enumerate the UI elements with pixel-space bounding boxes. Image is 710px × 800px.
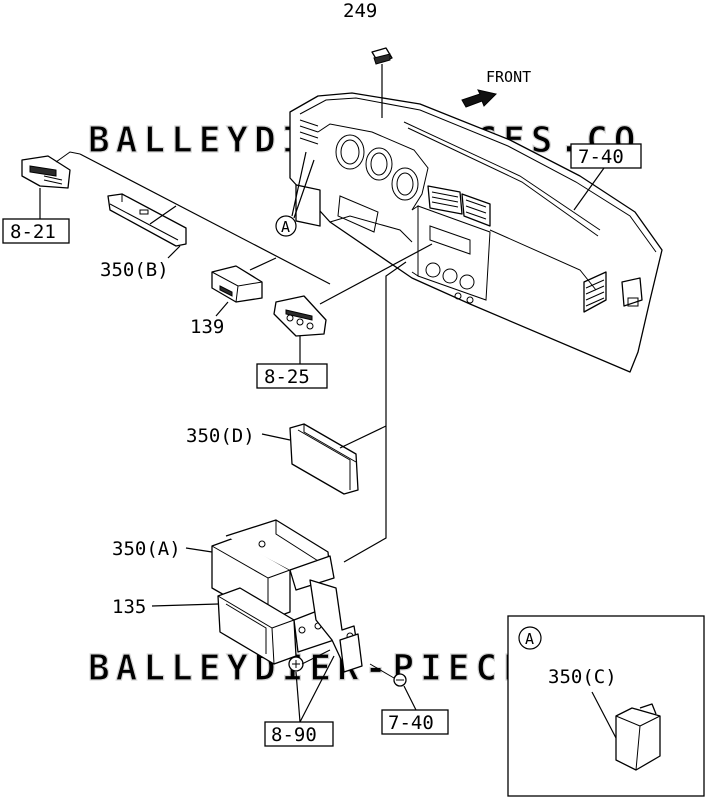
callout-7-40-bottom: 7-40 <box>388 712 434 734</box>
leader-7-40-bottom <box>403 685 417 711</box>
callout-139: 139 <box>190 316 224 338</box>
callout-350a: 350(A) <box>112 538 181 560</box>
leader-8-90 <box>295 655 335 723</box>
leader-139-top <box>249 257 277 271</box>
part-8-25-switch <box>273 295 327 337</box>
callout-box-7-40-top <box>570 143 642 169</box>
detail-a-marker-circle <box>518 626 542 650</box>
leader-135 <box>151 603 219 607</box>
part-249-clip <box>371 47 393 118</box>
callout-box-8-90 <box>264 721 334 747</box>
leader-7-40-top <box>573 167 605 211</box>
part-350a-bezel <box>211 519 335 621</box>
leader-139 <box>215 301 229 317</box>
leader-350d <box>261 433 291 441</box>
leader-350b <box>167 245 181 259</box>
callout-8-21: 8-21 <box>10 221 56 243</box>
leader-350a <box>185 547 213 553</box>
callout-350b: 350(B) <box>100 259 169 281</box>
leader-350d-dash <box>339 425 387 449</box>
detail-a-marker: A <box>525 630 534 648</box>
part-139-block <box>211 265 263 303</box>
callout-box-8-21 <box>2 218 70 244</box>
part-350b-panel <box>107 193 187 247</box>
part-350d-panel <box>289 423 359 495</box>
callout-350c: 350(C) <box>548 666 617 688</box>
part-350c-blank <box>615 703 661 771</box>
callout-7-40-top: 7-40 <box>578 146 624 168</box>
callout-8-25: 8-25 <box>264 366 310 388</box>
leader-8-21-line <box>79 153 331 285</box>
screw-8-90 <box>288 649 331 672</box>
leader-8-25-dash <box>319 243 433 305</box>
callout-box-8-25 <box>256 363 328 389</box>
front-arrow-icon <box>461 89 497 108</box>
leader-350b-top <box>149 205 177 225</box>
leader-dash-350a <box>343 261 407 563</box>
screw-7-40 <box>369 663 407 687</box>
dashboard-panel <box>289 92 663 373</box>
part-bracket <box>309 579 363 673</box>
ref-marker-a: A <box>281 218 290 236</box>
leader-350c <box>591 691 617 739</box>
ref-marker-circle <box>275 215 297 237</box>
front-label: FRONT <box>486 68 531 86</box>
callout-135: 135 <box>112 596 146 618</box>
callout-8-90: 8-90 <box>271 724 317 746</box>
callout-350d: 350(D) <box>186 425 255 447</box>
callout-box-7-40-bottom <box>381 709 449 735</box>
detail-a-box <box>507 615 705 797</box>
callout-249: 249 <box>343 0 377 22</box>
part-8-21-switch <box>21 151 81 189</box>
leader-ref-a <box>291 151 315 219</box>
